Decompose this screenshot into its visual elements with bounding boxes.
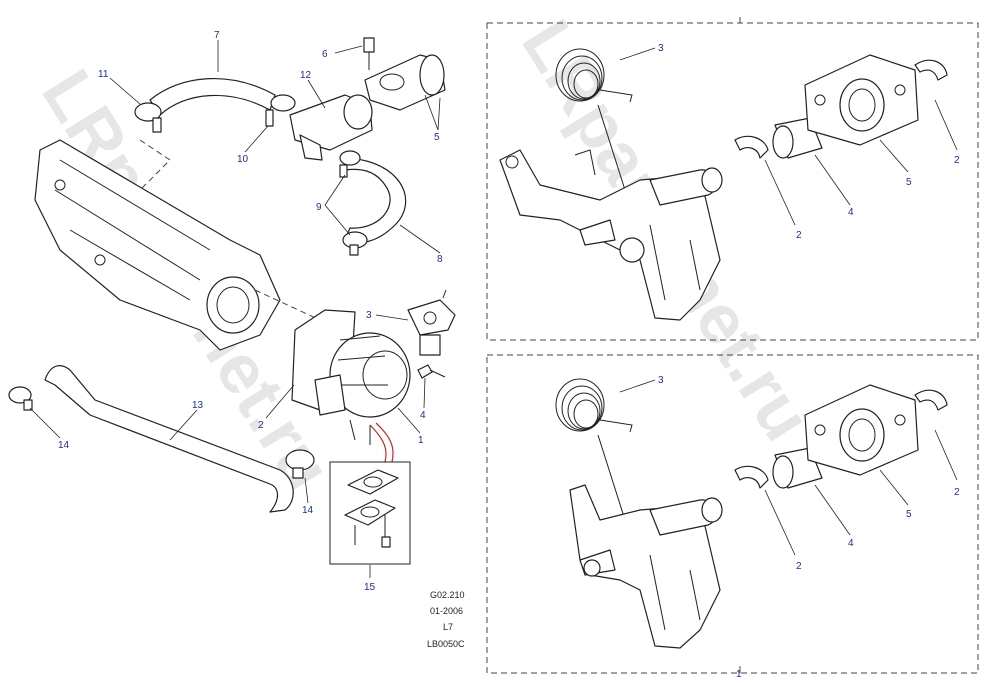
clip-2a-top <box>734 135 769 159</box>
clip-10 <box>265 94 296 127</box>
callout-3: 3 <box>366 310 372 321</box>
leader-14a <box>29 407 61 439</box>
bottom-leader-2b <box>934 429 958 481</box>
gasket-kit-15 <box>329 461 411 565</box>
top-callout-4: 4 <box>848 207 854 218</box>
leader-3 <box>375 314 409 321</box>
bottom-leader-2a <box>764 489 796 556</box>
leader-9 <box>324 174 351 236</box>
clip-9 <box>339 150 368 256</box>
callout-14a: 14 <box>58 440 70 451</box>
leader-8 <box>399 224 441 254</box>
cable-red <box>369 422 394 463</box>
spring-top <box>555 48 633 191</box>
bottom-callout-3: 3 <box>658 375 664 386</box>
thermostat-housing-12 <box>289 94 373 161</box>
ref-code: G02.210 <box>430 590 465 600</box>
clip-14b <box>285 449 315 479</box>
callout-9: 9 <box>316 202 322 213</box>
callout-15: 15 <box>364 582 376 593</box>
callout-7: 7 <box>214 30 220 41</box>
top-leader-2b <box>934 99 958 151</box>
leader-4 <box>423 377 426 409</box>
sensor-3 <box>407 289 456 356</box>
ref-illustration: LB0050C <box>427 639 465 649</box>
callout-10: 10 <box>237 154 249 165</box>
callout-12: 12 <box>300 70 312 81</box>
bottom-callout-4: 4 <box>848 538 854 549</box>
callout-2: 2 <box>258 420 264 431</box>
detail-box-top <box>486 22 979 341</box>
lever-top <box>499 149 723 321</box>
leader-1 <box>397 407 421 434</box>
flange-5-top <box>804 54 919 146</box>
clip-11 <box>134 102 162 133</box>
callout-14b: 14 <box>302 505 314 516</box>
clip-2b-bottom <box>914 389 948 411</box>
top-leader-5 <box>879 139 909 173</box>
callout-4: 4 <box>420 410 426 421</box>
leader-6 <box>334 45 363 54</box>
top-callout-5: 5 <box>906 177 912 188</box>
top-callout-2a: 2 <box>796 230 802 241</box>
clip-2a-bottom <box>734 465 769 489</box>
leader-5 <box>424 94 441 131</box>
intake-manifold <box>34 139 281 351</box>
ref-model: L7 <box>443 622 453 632</box>
top-leader-4 <box>814 154 851 206</box>
bolt-4 <box>417 364 446 379</box>
hose-7 <box>149 78 276 116</box>
callout-8: 8 <box>437 254 443 265</box>
clip-14a <box>8 386 33 411</box>
bottom-leader-3 <box>619 379 656 393</box>
bottom-callout-5: 5 <box>906 509 912 520</box>
hose-13 <box>44 365 294 513</box>
leader-14b <box>304 477 309 504</box>
leader-2 <box>265 384 295 419</box>
throttle-body-1 <box>291 309 411 445</box>
callout-1: 1 <box>418 435 424 446</box>
top-callout-2b: 2 <box>954 155 960 166</box>
assembly-line-upper <box>139 139 171 191</box>
callout-6: 6 <box>322 49 328 60</box>
top-leader-3 <box>619 47 656 61</box>
top-leader-2a <box>764 159 796 226</box>
leader-12 <box>307 79 326 109</box>
assembly-line-manifold <box>254 289 321 321</box>
leader-11 <box>109 77 141 105</box>
leader-10 <box>244 125 269 153</box>
hose-connector-5 <box>364 54 446 111</box>
spring-bottom <box>555 378 633 521</box>
bottom-callout-1: 1 <box>736 669 742 679</box>
bottom-callout-2a: 2 <box>796 561 802 572</box>
lever-bottom <box>569 484 723 649</box>
bottom-leader-5 <box>879 469 909 506</box>
hose-8 <box>344 157 407 244</box>
callout-11: 11 <box>98 69 109 80</box>
callout-13: 13 <box>192 400 204 411</box>
top-callout-3: 3 <box>658 43 664 54</box>
clip-2b-top <box>914 59 948 81</box>
leader-13 <box>169 409 198 441</box>
ref-date: 01-2006 <box>430 606 463 616</box>
bottom-leader-4 <box>814 484 851 536</box>
bolt-6 <box>363 37 375 70</box>
flange-5-bottom <box>804 384 919 476</box>
callout-5: 5 <box>434 132 440 143</box>
bush-4-bottom <box>772 447 823 489</box>
bottom-callout-2b: 2 <box>954 487 960 498</box>
detail-box-bottom <box>486 354 979 674</box>
